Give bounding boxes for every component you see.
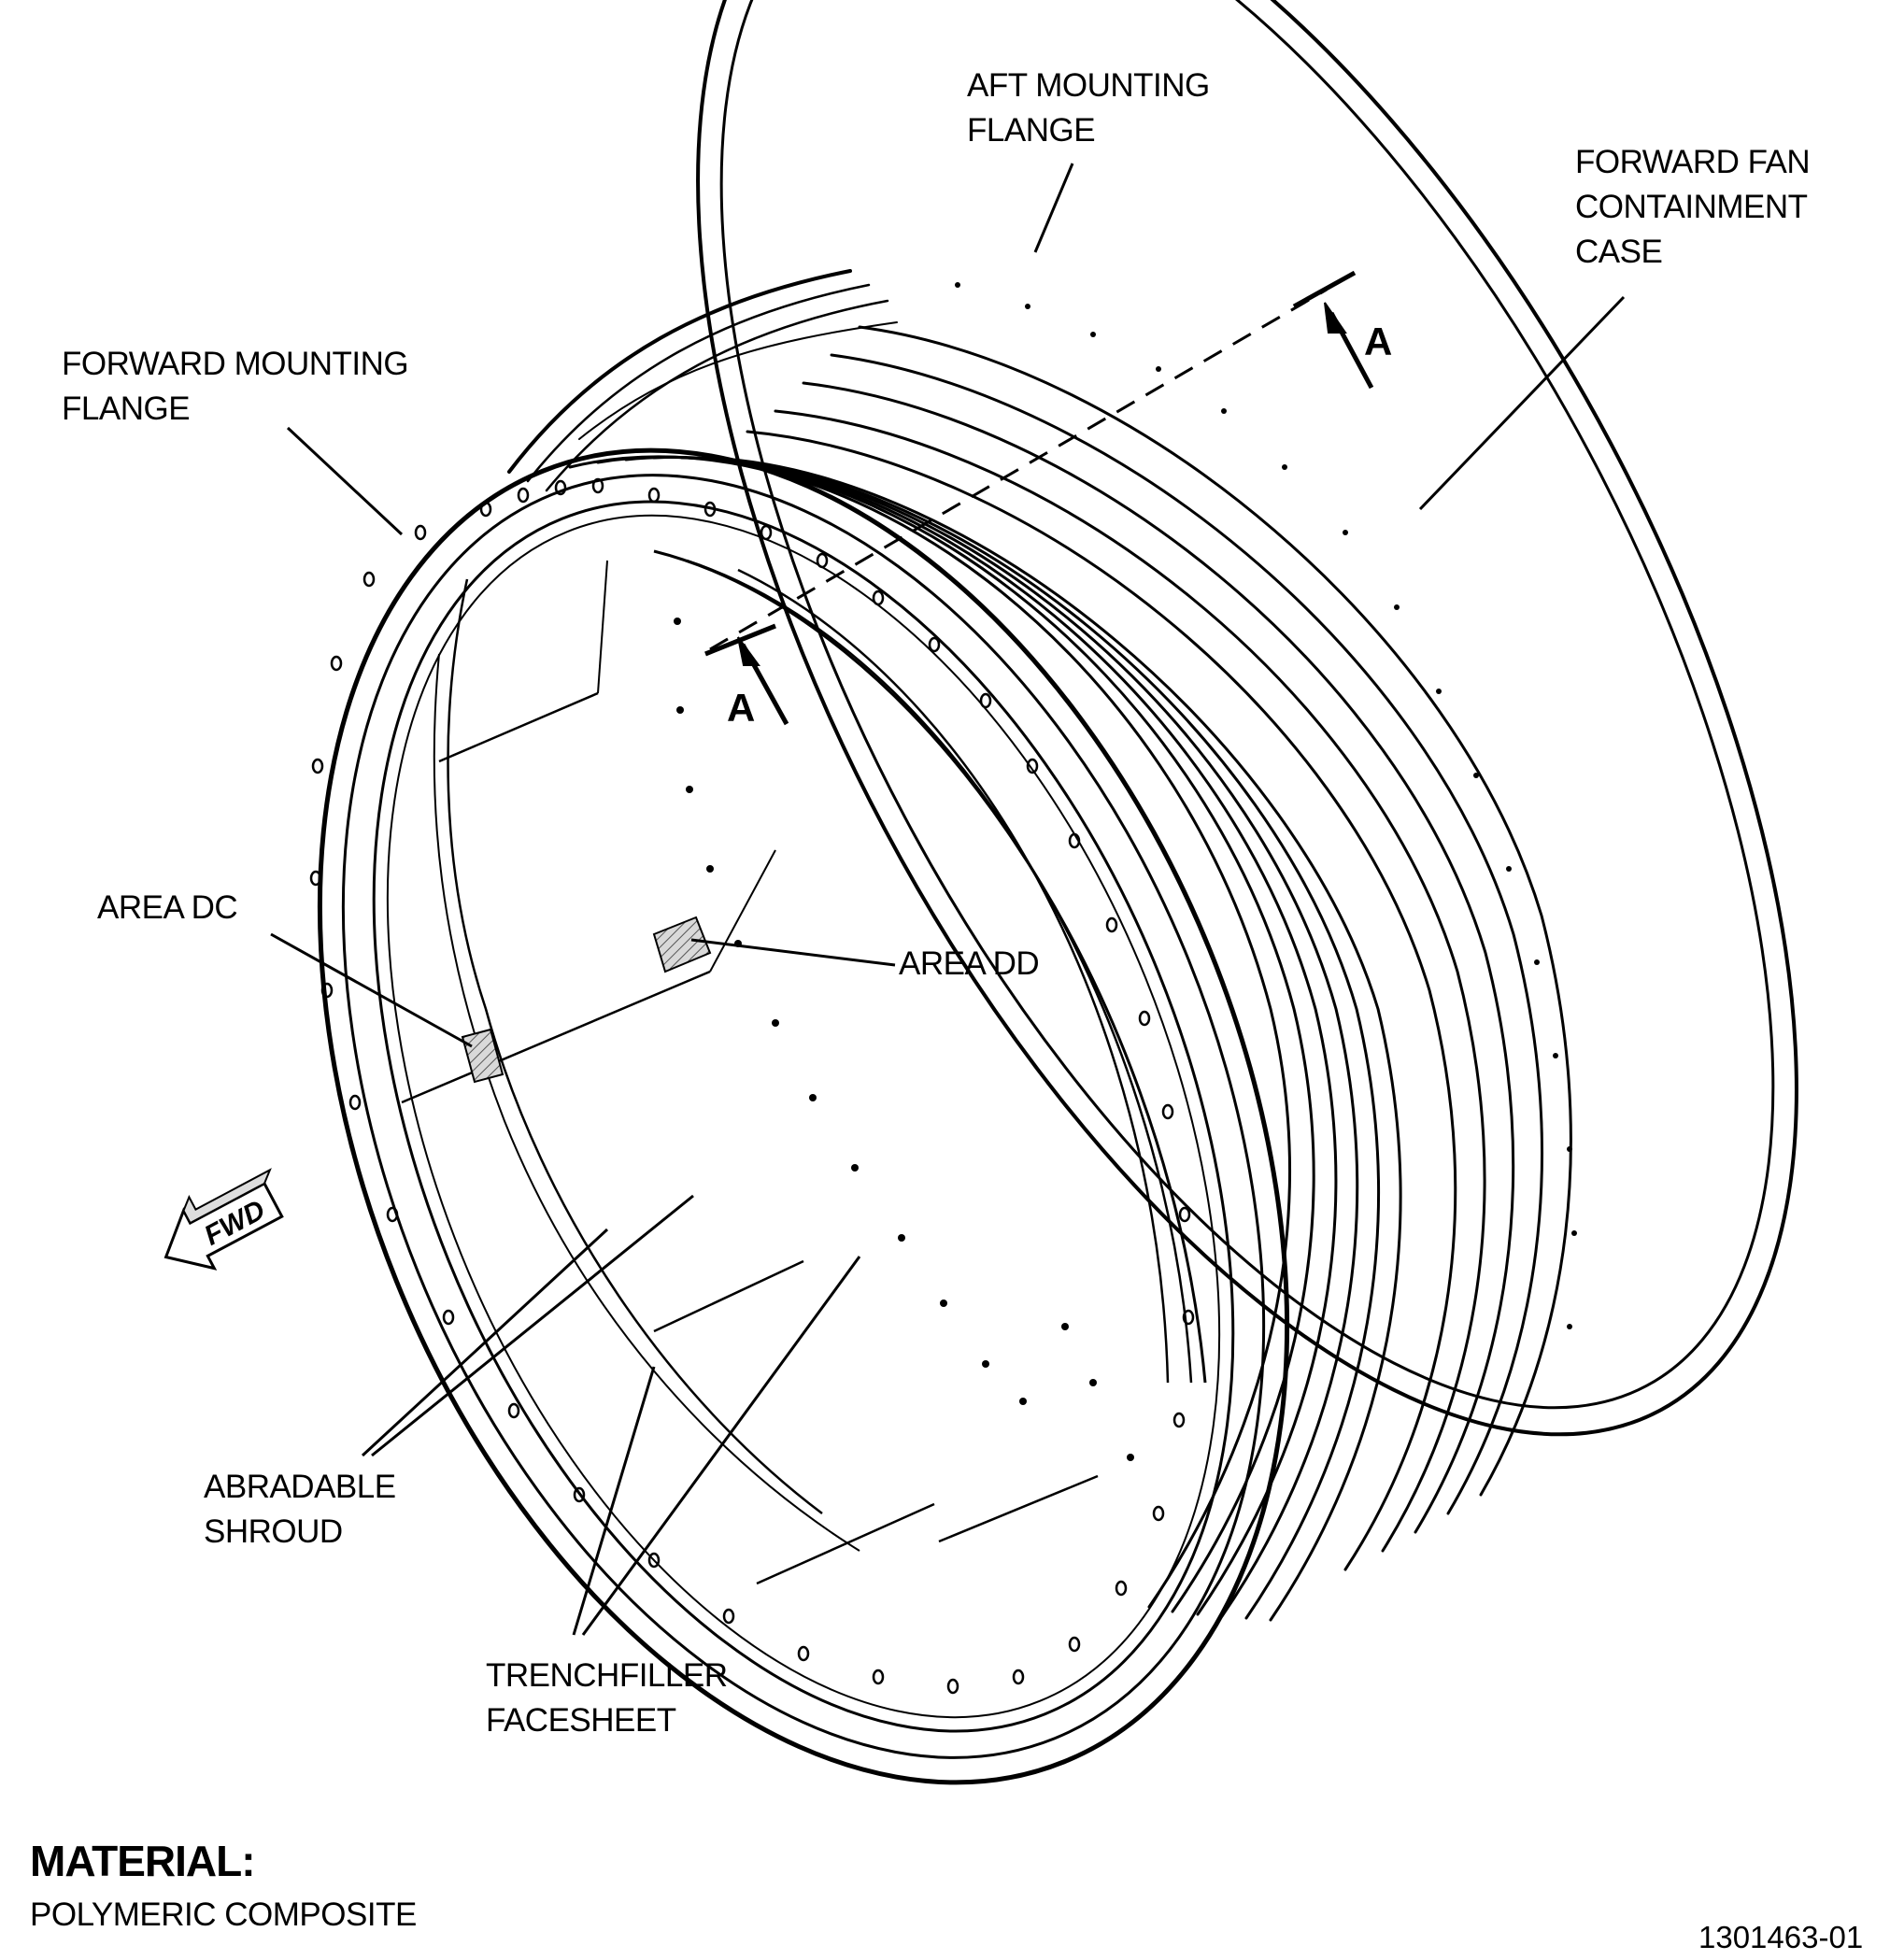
stiffener-ribs	[568, 325, 1572, 1622]
inner-shroud	[401, 549, 1207, 1585]
label-line: AFT MOUNTING	[967, 67, 1210, 104]
leader-aft-flange	[1033, 163, 1074, 253]
label-forward-mounting-flange: FORWARD MOUNTING FLANGE	[62, 342, 409, 432]
leader-trench-2	[581, 1256, 861, 1636]
label-line: CASE	[1575, 234, 1663, 270]
material-value: POLYMERIC COMPOSITE	[30, 1896, 417, 1933]
fwd-arrow: FWD	[163, 1168, 284, 1271]
area-dd-patch	[652, 916, 712, 973]
forward-flange	[309, 447, 1289, 1785]
label-forward-fan-containment-case: FORWARD FAN CONTAINMENT CASE	[1575, 140, 1811, 275]
label-line: FACESHEET	[486, 1702, 676, 1739]
label-line: TRENCHFILLER	[486, 1657, 728, 1694]
label-line: AREA DC	[97, 889, 238, 926]
section-a-upper: A	[1364, 320, 1392, 363]
inner-hole-row	[674, 618, 1134, 1461]
leader-abradable-1	[361, 1228, 609, 1457]
label-line: FLANGE	[62, 391, 191, 427]
label-aft-mounting-flange: AFT MOUNTING FLANGE	[967, 64, 1210, 153]
section-a-lower: A	[727, 686, 755, 730]
label-line: AREA DD	[899, 945, 1040, 982]
material-title: MATERIAL:	[30, 1837, 256, 1885]
leader-fwd-fan-case	[1418, 295, 1626, 511]
leader-fwd-flange	[286, 426, 404, 536]
label-area-dc: AREA DC	[97, 886, 238, 930]
barrel-top-edge	[507, 269, 852, 474]
case-outer-body	[507, 0, 1798, 1622]
aft-ring-inner	[719, 0, 1775, 1410]
leader-trench-1	[572, 1366, 656, 1636]
label-line: ABRADABLE	[204, 1469, 396, 1505]
figure-number: 1301463-01	[1698, 1920, 1864, 1954]
label-line: FORWARD FAN	[1575, 144, 1811, 180]
leader-area-dc	[270, 932, 473, 1048]
label-line: SHROUD	[204, 1513, 343, 1550]
leader-area-dd	[690, 938, 896, 967]
leader-lines	[270, 163, 1626, 1636]
leader-abradable-2	[371, 1194, 694, 1457]
section-line-a	[704, 270, 1374, 726]
label-trenchfiller-facesheet: TRENCHFILLER FACESHEET	[486, 1654, 728, 1743]
aft-flange-bolts	[955, 282, 1577, 1329]
forward-flange-bolts	[309, 477, 1195, 1695]
area-dc-patch	[461, 1028, 504, 1084]
aft-ring-outer	[696, 0, 1798, 1437]
label-line: FORWARD MOUNTING	[62, 346, 409, 382]
label-line: CONTAINMENT	[1575, 189, 1808, 225]
label-area-dd: AREA DD	[899, 942, 1040, 987]
label-abradable-shroud: ABRADABLE SHROUD	[204, 1465, 396, 1555]
label-line: FLANGE	[967, 112, 1096, 149]
